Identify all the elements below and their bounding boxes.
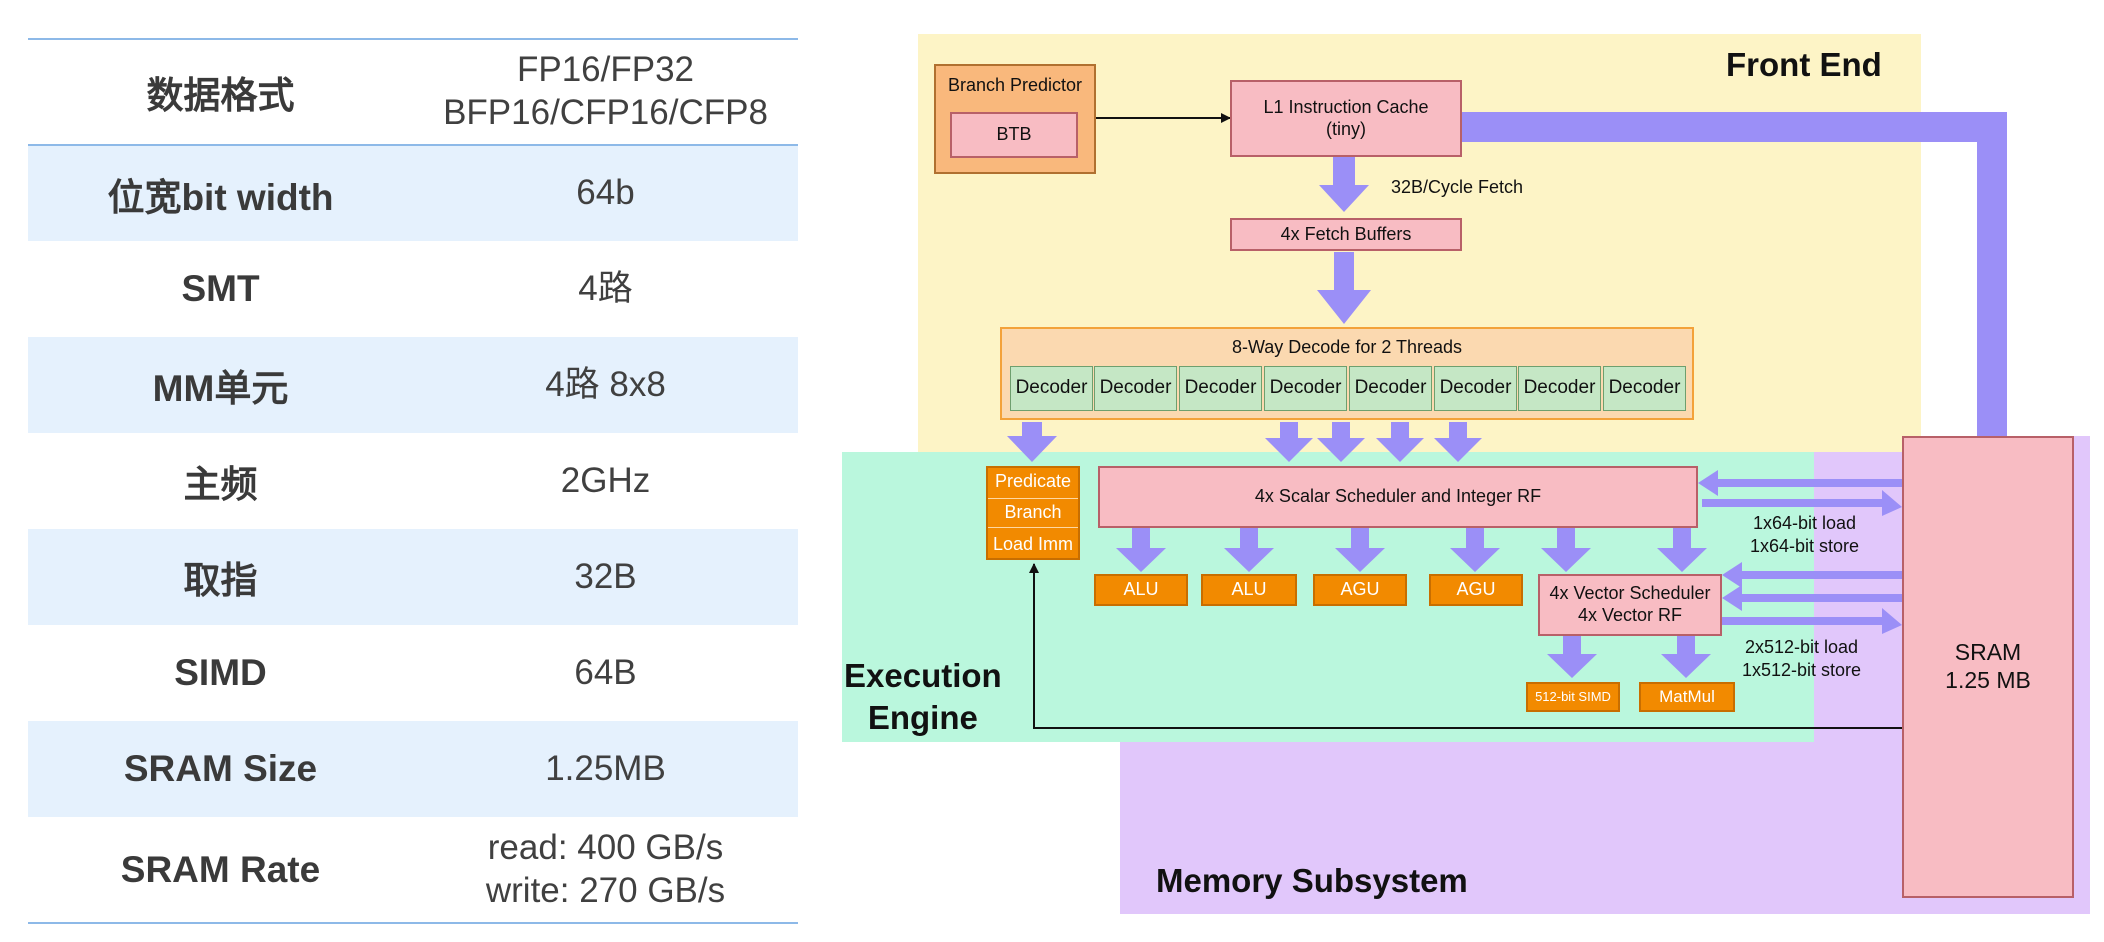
execution-engine-title-line: Execution: [844, 657, 1002, 694]
table-row: MM单元 4路 8x8: [28, 337, 798, 433]
branch-predictor-label: Branch Predictor: [947, 75, 1083, 95]
scalar-bus-store: 1x64-bit store: [1750, 535, 1860, 556]
row-value-line: BFP16/CFP16/CFP8: [443, 93, 768, 132]
row-value-line: FP16/FP32: [516, 50, 695, 90]
row-key: 取指: [28, 529, 413, 625]
simd-unit: 512-bit SIMD: [1526, 682, 1620, 712]
decoder-unit: Decoder: [1349, 366, 1432, 411]
side-unit-item: Load Imm: [992, 533, 1074, 554]
fetch-rate-label: 32B/Cycle Fetch: [1391, 177, 1524, 197]
spec-table: 数据格式 FP16/FP32 BFP16/CFP16/CFP8 位宽bit wi…: [28, 38, 798, 924]
row-value: 1.25MB: [413, 721, 798, 817]
row-value: 64B: [574, 652, 637, 692]
sram-label: SRAM: [1954, 639, 2022, 666]
decoder-unit: Decoder: [1179, 366, 1262, 411]
predicate-branch-loadimm-unit: Predicate Branch Load Imm: [986, 466, 1080, 560]
row-key: SMT: [181, 268, 260, 309]
row-key: 数据格式: [28, 38, 413, 146]
btb-box: BTB: [950, 112, 1078, 158]
row-key: MM单元: [28, 337, 413, 433]
row-value: 2GHz: [560, 460, 651, 500]
vector-bus-store: 1x512-bit store: [1742, 659, 1862, 680]
matmul-unit: MatMul: [1639, 682, 1735, 712]
front-end-title: Front End: [1726, 46, 1882, 83]
row-value: 4路: [578, 268, 633, 308]
agu-unit: AGU: [1429, 574, 1523, 606]
agu-unit: AGU: [1313, 574, 1407, 606]
vector-bus-load: 2x512-bit load: [1744, 637, 1859, 657]
decoder-unit: Decoder: [1518, 366, 1601, 411]
alu-unit: ALU: [1201, 574, 1297, 606]
row-key: SIMD: [174, 652, 267, 693]
execution-engine-title: Execution Engine: [844, 655, 1002, 739]
vector-scheduler-box: 4x Vector Scheduler 4x Vector RF: [1538, 574, 1722, 636]
l1-cache-label: L1 Instruction Cache: [1263, 96, 1429, 117]
row-value: 64b: [413, 145, 798, 241]
row-key: 位宽bit width: [28, 145, 413, 241]
decoder-unit: Decoder: [1094, 366, 1177, 411]
decoder-unit: Decoder: [1434, 366, 1517, 411]
execution-engine-title-line: Engine: [867, 698, 978, 736]
row-value: read: 400 GB/s write: 270 GB/s: [413, 817, 798, 924]
side-unit-item: Branch: [988, 498, 1078, 528]
scalar-scheduler-box: 4x Scalar Scheduler and Integer RF: [1098, 466, 1698, 528]
row-value: FP16/FP32 BFP16/CFP16/CFP8: [413, 38, 798, 146]
l1-instruction-cache-box: L1 Instruction Cache (tiny): [1230, 80, 1462, 157]
table-row: SMT 4路: [28, 241, 798, 337]
table-row: 数据格式 FP16/FP32 BFP16/CFP16/CFP8: [28, 38, 798, 146]
vector-bus-label: 2x512-bit load 1x512-bit store: [1742, 636, 1861, 681]
decoder-unit: Decoder: [1264, 366, 1347, 411]
row-value: 4路 8x8: [413, 337, 798, 433]
vector-rf-label: 4x Vector RF: [1577, 605, 1683, 625]
row-value-line: read: 400 GB/s: [487, 827, 724, 867]
side-unit-item: Predicate: [994, 470, 1072, 491]
scalar-bus-load: 1x64-bit load: [1752, 513, 1857, 533]
fetch-buffers-box: 4x Fetch Buffers: [1230, 218, 1462, 251]
table-row: SRAM Size 1.25MB: [28, 721, 798, 817]
decoder-unit: Decoder: [1010, 366, 1093, 411]
table-row: 取指 32B: [28, 529, 798, 625]
row-key: 主频: [183, 464, 258, 505]
table-row: 位宽bit width 64b: [28, 145, 798, 241]
row-value: 32B: [413, 529, 798, 625]
table-row: 主频 2GHz: [28, 433, 798, 529]
memory-subsystem-title: Memory Subsystem: [1156, 862, 1468, 899]
scalar-bus-label: 1x64-bit load 1x64-bit store: [1750, 512, 1859, 557]
row-key: SRAM Rate: [28, 817, 413, 924]
table-row: SRAM Rate read: 400 GB/s write: 270 GB/s: [28, 817, 798, 924]
table-row: SIMD 64B: [28, 625, 798, 721]
sram-block: SRAM 1.25 MB: [1902, 436, 2074, 898]
l1-cache-sublabel: (tiny): [1326, 118, 1366, 139]
decoder-unit: Decoder: [1603, 366, 1686, 411]
alu-unit: ALU: [1094, 574, 1188, 606]
row-key: SRAM Size: [28, 721, 413, 817]
sram-size-label: 1.25 MB: [1945, 667, 2031, 693]
vector-scheduler-label: 4x Vector Scheduler: [1549, 583, 1711, 604]
row-value-line: write: 270 GB/s: [485, 870, 726, 910]
decode-stage-label: 8-Way Decode for 2 Threads: [1231, 337, 1463, 357]
